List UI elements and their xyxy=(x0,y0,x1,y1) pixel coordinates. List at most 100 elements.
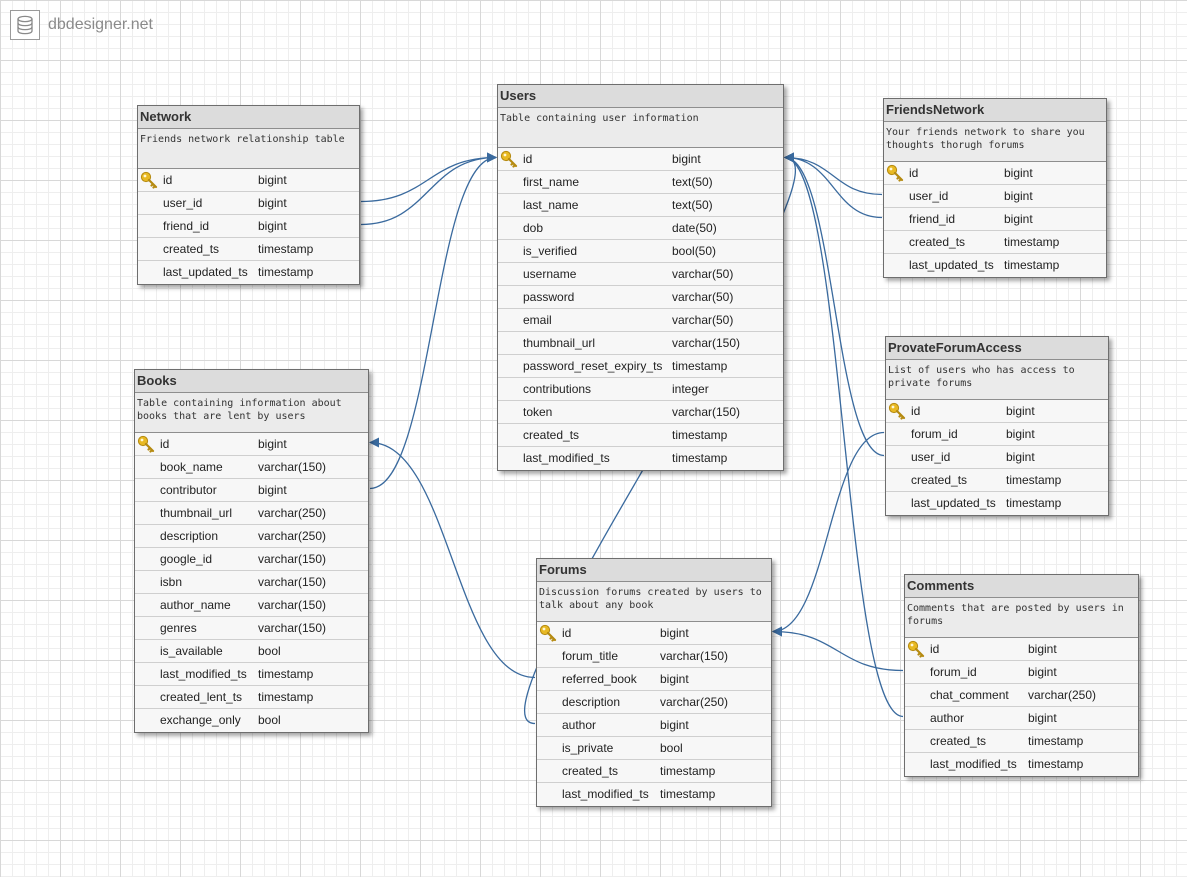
field-type: varchar(150) xyxy=(258,460,327,474)
field-name: id xyxy=(160,437,170,451)
field-name: thumbnail_url xyxy=(523,336,596,350)
relation-line[interactable] xyxy=(360,152,497,226)
primary-key-icon xyxy=(140,171,158,189)
field-type: timestamp xyxy=(660,787,716,801)
relation-line[interactable] xyxy=(772,626,904,672)
relation-line[interactable] xyxy=(369,437,536,679)
field-name: created_ts xyxy=(562,764,619,778)
field-name: description xyxy=(562,695,621,709)
relation-line[interactable] xyxy=(369,152,497,490)
brand-name: dbdesigner.net xyxy=(48,16,153,33)
field-type: timestamp xyxy=(258,242,314,256)
field-type: bigint xyxy=(1004,212,1033,226)
field-type: varchar(250) xyxy=(660,695,729,709)
relation-line[interactable] xyxy=(784,152,885,457)
field-row[interactable]: description varchar(250) xyxy=(537,691,771,714)
relation-line[interactable] xyxy=(360,152,497,203)
field-row[interactable]: created_ts timestamp xyxy=(138,238,359,261)
relation-line[interactable] xyxy=(772,431,885,637)
database-icon xyxy=(10,10,40,40)
field-type: text(50) xyxy=(672,175,713,189)
relation-line[interactable] xyxy=(784,152,883,219)
field-type: timestamp xyxy=(672,428,728,442)
field-type: varchar(250) xyxy=(1028,688,1097,702)
table-name: ProvateForumAccess xyxy=(886,337,1108,360)
field-type: varchar(150) xyxy=(660,649,729,663)
field-name: forum_id xyxy=(930,665,977,679)
field-type: bool xyxy=(258,713,281,727)
field-type: timestamp xyxy=(1006,473,1062,487)
field-name: created_ts xyxy=(163,242,220,256)
field-type: date(50) xyxy=(672,221,717,235)
field-name: last_updated_ts xyxy=(909,258,994,272)
table-name: Forums xyxy=(537,559,771,582)
field-name: password_reset_expiry_ts xyxy=(523,359,663,373)
field-type: varchar(150) xyxy=(258,552,327,566)
field-name: author xyxy=(930,711,965,725)
relation-line[interactable] xyxy=(784,152,883,196)
field-type: bigint xyxy=(1004,189,1033,203)
